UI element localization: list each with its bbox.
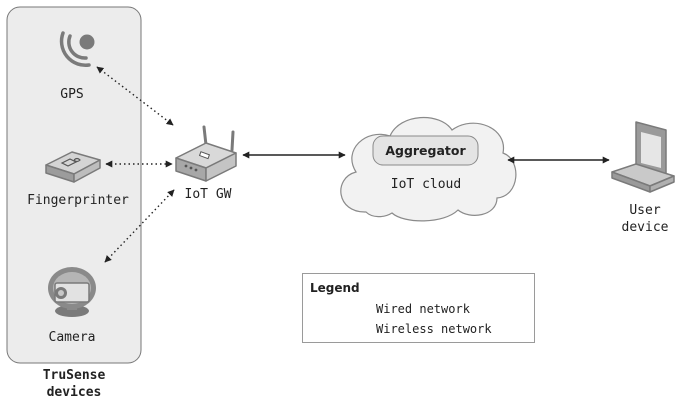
gateway-label: IoT GW	[184, 187, 232, 202]
user-device-label-line2: device	[621, 220, 669, 235]
cloud-icon	[340, 117, 517, 222]
devices-group-label-line1: TruSense	[42, 368, 106, 383]
fingerprinter-label: Fingerprinter	[27, 193, 129, 208]
router-icon	[175, 125, 237, 182]
gps-icon	[59, 31, 95, 67]
cloud-label: IoT cloud	[390, 177, 462, 192]
legend-wireless-label: Wireless network	[376, 322, 492, 336]
legend-wired-label: Wired network	[376, 302, 470, 316]
camera-icon	[48, 267, 96, 317]
user-device-label-line1: User	[629, 203, 661, 218]
camera-label: Camera	[48, 330, 96, 345]
gps-label: GPS	[60, 87, 84, 102]
wireless-link-camera	[104, 189, 175, 263]
legend-title: Legend	[310, 281, 360, 295]
fingerprinter-icon	[45, 151, 101, 183]
aggregator-label: Aggregator	[385, 143, 466, 158]
aggregator-box	[372, 135, 479, 166]
legend-box	[302, 273, 535, 343]
laptop-icon	[611, 121, 675, 193]
devices-group-label-line2: devices	[46, 385, 102, 400]
